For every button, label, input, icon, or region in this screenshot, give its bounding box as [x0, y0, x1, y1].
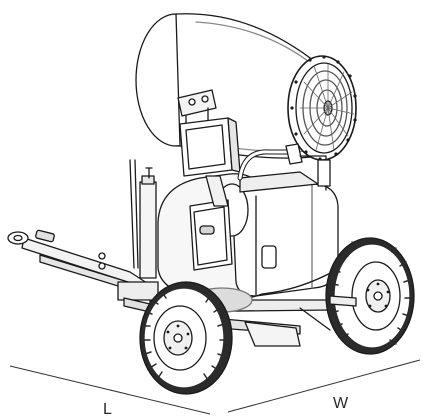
snow-cannon-machine — [7, 13, 415, 395]
length-dimension-line — [9, 365, 211, 415]
nozzle-ring — [287, 55, 357, 161]
wheel-front — [139, 281, 233, 395]
dimension-lines — [9, 359, 421, 415]
motor-housing — [157, 171, 339, 302]
width-dimension-line — [227, 359, 421, 413]
width-label: W — [333, 395, 349, 412]
control-panel — [179, 117, 241, 207]
electrical-box — [189, 199, 233, 271]
wheel-right — [325, 237, 415, 355]
support-jack — [117, 159, 159, 313]
water-hose — [237, 143, 331, 191]
length-label: L — [103, 401, 112, 418]
